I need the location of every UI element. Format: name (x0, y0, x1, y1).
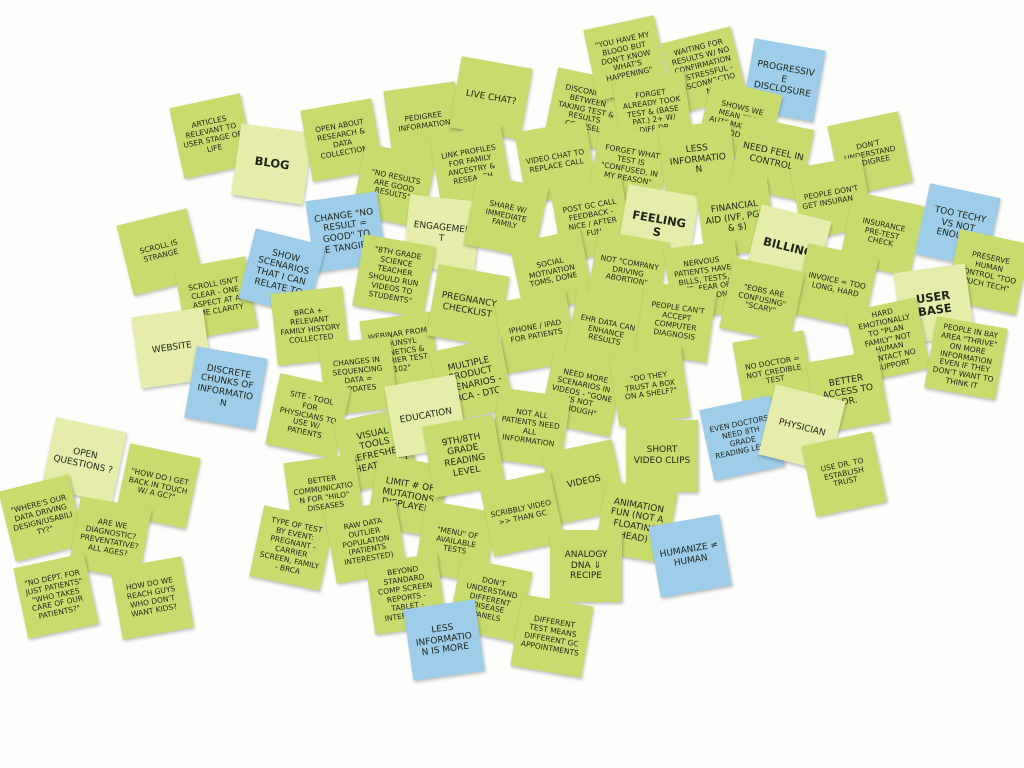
note-eobs-confusing: "EOBs are confusing" "scary" (719, 257, 805, 343)
note-use-dr-establish-trust: Use Dr. to establish trust (801, 431, 887, 517)
note-people-in-bay-area: People in bay area "thrive" on more info… (924, 316, 1008, 400)
note-humanize-human: Humanize ≠ human (648, 514, 732, 598)
note-less-information-more: Less information is more (403, 599, 485, 681)
note-no-dept-for-patients: "No dept. for just patients" "who takes … (13, 553, 99, 639)
note-discrete-chunks: Discrete chunks of information (184, 346, 268, 430)
note-short-video-clips: Short video clips (626, 420, 698, 492)
note-blog: Blog (231, 123, 313, 205)
note-type-of-test: Type of test by event: pregnant - carrie… (249, 505, 335, 591)
note-eighth-grade-science: "8th grade science teacher should run vi… (352, 234, 436, 318)
note-how-do-we-reach: How do we reach guys who don't want kids… (110, 556, 194, 640)
note-do-they-trust-box: "Do they trust a box on a shelf?" (609, 345, 691, 427)
note-different-test-means: Different test means different GC appoin… (510, 594, 594, 678)
note-analogy-dna-recipe: Analogy DNA ⇓ Recipe (550, 530, 622, 602)
